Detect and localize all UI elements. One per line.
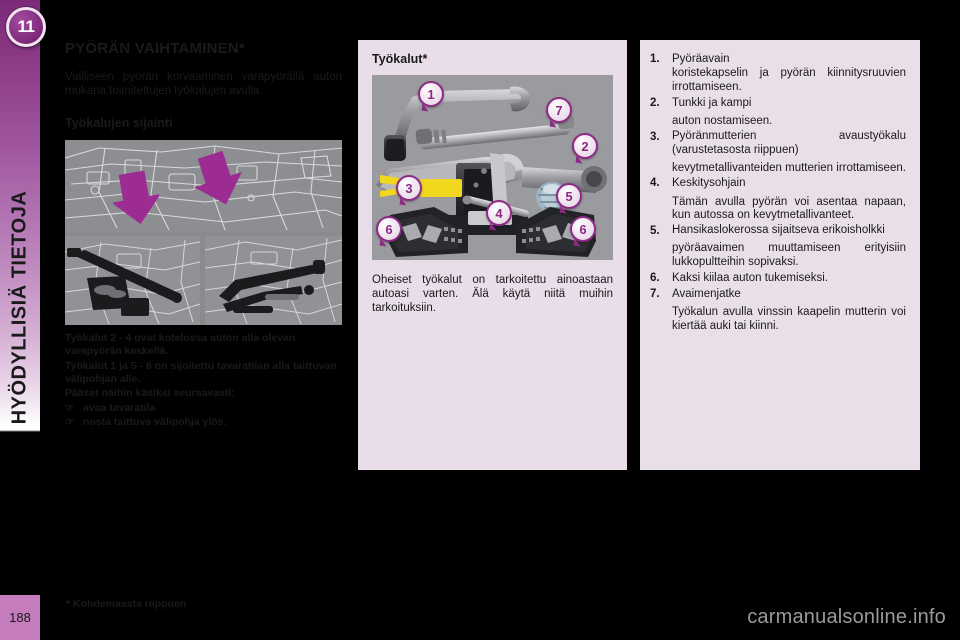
photo-pane-boot-floor <box>65 140 342 233</box>
callout-5: 5 <box>556 183 582 209</box>
legend-item-1-desc: koristekapselin ja pyörän kiinnitysruuvi… <box>672 67 906 94</box>
caption-line-3: Pääset näihin käsiksi seuraavasti: <box>65 387 235 400</box>
caption-line-1: Työkalut 2 - 4 ovat kotelossa auton alla… <box>65 332 296 357</box>
caption-bullet-1-text: avaa tavaratila <box>83 402 156 415</box>
tools-legend-panel: 1. Pyöräavain koristekapselin ja pyörän … <box>640 40 920 470</box>
chapter-number-text: 11 <box>17 17 35 36</box>
boot-floor-line-art <box>65 140 342 233</box>
tools-panel: Työkalut* <box>358 40 627 470</box>
legend-item-7-head: Avaimenjatke <box>672 287 741 300</box>
page-title: PYÖRÄN VAIHTAMINEN* <box>65 40 245 57</box>
legend-item-1-head: Pyöräavain <box>672 53 730 65</box>
legend-item-1: 1. Pyöräavain koristekapselin ja pyörän … <box>650 52 906 95</box>
caption-line-2: Työkalut 1 ja 5 - 6 on sijoitettu tavara… <box>65 359 337 385</box>
callout-3: 3 <box>396 175 422 201</box>
legend-item-2-desc: auton nostamiseen. <box>672 115 773 128</box>
callout-1: 1 <box>418 81 444 107</box>
legend-item-4-number: 4. <box>650 177 660 190</box>
photo-pane-tools-right <box>205 236 342 326</box>
footnote: * Kohdemaasta riippuen <box>66 598 187 610</box>
legend-item-3-head: Pyöränmutterien avaustyökalu (varustetas… <box>672 129 906 156</box>
legend-item-6-head: Kaksi kiilaa auton tukemiseksi. <box>672 271 828 284</box>
legend-item-7-desc: Työkalun avulla vinssin kaapelin mutteri… <box>672 306 906 332</box>
legend-item-1-number: 1. <box>650 53 660 65</box>
legend-item-2-number: 2. <box>650 96 660 109</box>
chapter-sidebar: 11 HYÖDYLLISIÄ TIETOJA <box>0 0 46 595</box>
caption-bullet-1: ☞ avaa tavaratila <box>65 402 342 415</box>
legend-item-6-number: 6. <box>650 271 660 284</box>
legend-item-4-desc: Tämän avulla pyörän voi asentaa napaan, … <box>672 195 906 222</box>
tool-location-photo <box>65 140 342 326</box>
tools-diagram: 1 7 2 3 5 4 6 6 <box>372 75 613 260</box>
tool-chock-left <box>388 207 468 257</box>
tools-panel-title: Työkalut* <box>372 52 428 66</box>
legend-item-3-number: 3. <box>650 130 660 143</box>
pointing-hand-icon: ☞ <box>65 402 75 415</box>
legend-item-5-number: 5. <box>650 225 660 238</box>
purple-arrow-left <box>113 170 159 225</box>
legend-item-5-desc: pyöräavaimen muuttamiseen erityisiin luk… <box>672 242 906 268</box>
tools-note: Oheiset työkalut on tarkoitettu ainoasta… <box>372 274 613 314</box>
legend-item-7: 7. Avaimenjatke Työkalun avulla vinssin … <box>650 287 906 334</box>
page-number: 188 <box>0 595 40 640</box>
callout-7: 7 <box>546 97 572 123</box>
caption-bullet-2: ☞ nosta taittuva välipohja ylös. <box>65 416 342 429</box>
callout-6-left: 6 <box>376 216 402 242</box>
subsection-title: Työkalujen sijainti <box>65 116 173 131</box>
callout-4: 4 <box>486 200 512 226</box>
legend-item-4: 4. Keskitysohjain Tämän avulla pyörän vo… <box>650 176 906 223</box>
photo-pane-tools-left <box>65 236 200 326</box>
intro-paragraph: Vialliseen pyörän korvaaminen varapyöräl… <box>65 71 342 97</box>
pointing-hand-icon: ☞ <box>65 415 75 428</box>
legend-item-3-desc: kevytmetallivanteiden mutterien irrottam… <box>672 161 906 174</box>
photo-caption-block: Työkalut 2 - 4 ovat kotelossa auton alla… <box>65 332 342 429</box>
chapter-title-vertical: HYÖDYLLISIÄ TIETOJA <box>8 190 31 425</box>
chapter-number-badge: 11 <box>6 7 46 47</box>
left-content-column: PYÖRÄN VAIHTAMINEN* Vialliseen pyörän ko… <box>65 40 342 430</box>
legend-item-5: 5. Hansikaslokerossa sijaitseva erikoish… <box>650 224 906 269</box>
legend-item-4-head: Keskitysohjain <box>672 177 746 190</box>
site-watermark: carmanualsonline.info <box>747 606 946 628</box>
legend-item-6: 6. Kaksi kiilaa auton tukemiseksi. <box>650 271 906 286</box>
legend-item-5-head: Hansikaslokerossa sijaitseva erikoisholk… <box>672 224 885 237</box>
caption-bullet-2-text: nosta taittuva välipohja ylös. <box>83 415 227 428</box>
tools-right-line-art <box>205 236 342 326</box>
legend-item-2: 2. Tunkki ja kampi auton nostamiseen. <box>650 96 906 129</box>
tools-left-line-art <box>65 236 200 326</box>
callout-2: 2 <box>572 133 598 159</box>
legend-item-2-head: Tunkki ja kampi <box>672 96 752 109</box>
legend-item-7-number: 7. <box>650 287 660 300</box>
callout-6-right: 6 <box>570 216 596 242</box>
purple-arrow-right <box>194 150 242 205</box>
legend-item-3: 3. Pyöränmutterien avaustyökalu (varuste… <box>650 130 906 175</box>
